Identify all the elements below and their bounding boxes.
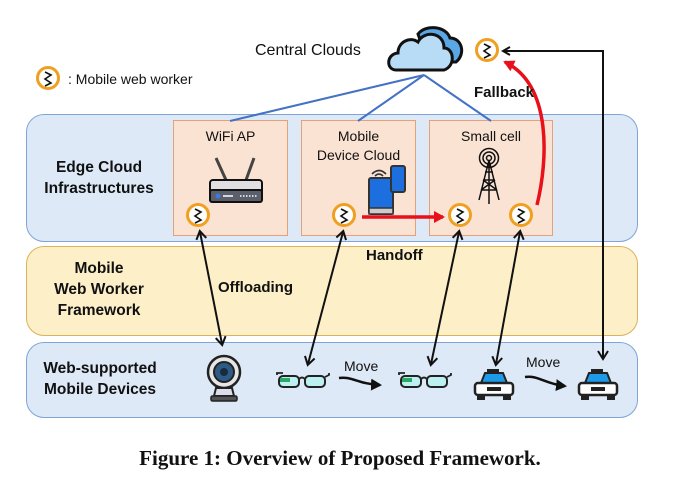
legend-label: : Mobile web worker <box>68 71 193 87</box>
move-label-2: Move <box>526 354 561 370</box>
framework-label-line2: Web Worker <box>54 281 144 298</box>
cloud-icon <box>387 26 464 72</box>
smart-glasses-icon-moved <box>398 372 452 388</box>
webcam-icon <box>206 354 242 402</box>
edge-label-line2: Infrastructures <box>44 180 154 197</box>
edge-label-line1: Edge Cloud <box>55 159 143 176</box>
smart-glasses-icon <box>276 372 330 388</box>
move-label-1: Move <box>344 358 379 374</box>
mdc-worker-icon <box>332 203 356 227</box>
cloud-to-car-arrow <box>504 51 603 358</box>
offload-arrow-car <box>491 229 525 367</box>
smallcell-worker-icon-2 <box>509 203 533 227</box>
edge-layer-label: Edge Cloud Infrastructures <box>34 157 164 199</box>
move-arrow-1 <box>338 376 382 391</box>
framework-layer-label: Mobile Web Worker Framework <box>34 258 164 321</box>
car-icon-moved <box>577 369 619 400</box>
framework-label-line3: Framework <box>57 302 141 319</box>
offload-arrow-glasses-moved <box>426 229 464 367</box>
cloud-links <box>229 74 492 122</box>
mobile-devices-icon <box>368 165 406 215</box>
cell-tower-icon <box>478 147 500 204</box>
offload-arrow-webcam <box>195 229 227 347</box>
fallback-label: Fallback <box>474 84 535 101</box>
framework-label-line1: Mobile <box>74 260 124 277</box>
wifi-ap-title: WiFi AP <box>205 128 256 144</box>
devices-layer-label: Web-supported Mobile Devices <box>30 358 170 400</box>
devices-label-line2: Mobile Devices <box>44 381 156 398</box>
router-icon <box>209 157 263 203</box>
legend-worker-icon <box>36 66 60 90</box>
mdc-title-line2: Device Cloud <box>316 147 401 163</box>
link-cloud-mdc <box>357 74 425 122</box>
car-icon <box>473 369 515 400</box>
offloading-label: Offloading <box>218 279 293 296</box>
mdc-title-line1: Mobile <box>337 128 380 144</box>
wifi-worker-icon <box>186 203 210 227</box>
mobile-device-cloud-title: Mobile Device Cloud <box>302 127 415 165</box>
move-arrow-2 <box>524 375 567 392</box>
handoff-label: Handoff <box>366 247 423 264</box>
link-cloud-wifi <box>229 74 425 122</box>
cloud-worker-icon <box>475 38 499 62</box>
figure-caption: Figure 1: Overview of Proposed Framework… <box>139 446 541 470</box>
devices-label-line1: Web-supported <box>43 360 157 377</box>
offload-arrow-glasses <box>304 229 347 367</box>
edge-node-wifi-ap: WiFi AP <box>173 120 288 236</box>
smallcell-worker-icon-1 <box>448 203 472 227</box>
link-cloud-smallcell <box>423 74 492 122</box>
central-clouds-label: Central Clouds <box>255 42 361 59</box>
